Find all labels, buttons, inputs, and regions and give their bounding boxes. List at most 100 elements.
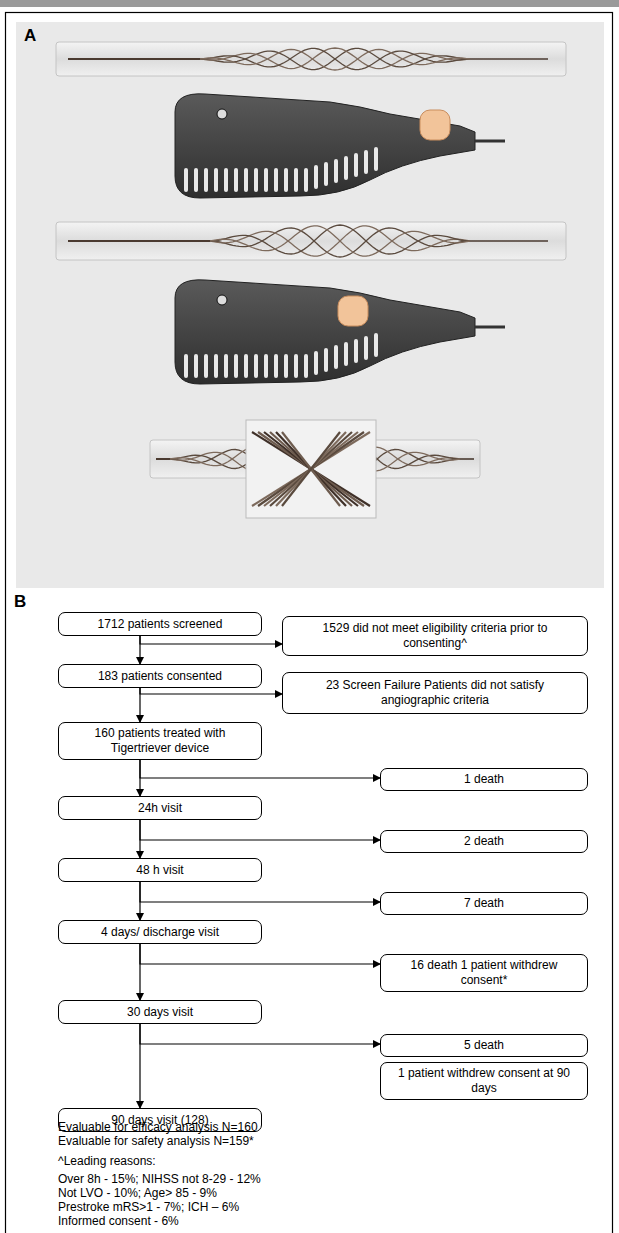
grip-slot xyxy=(304,354,308,378)
grip-slot xyxy=(284,354,288,378)
grip-slot xyxy=(234,168,238,192)
grip-slot xyxy=(334,159,338,183)
distal-wire xyxy=(470,58,548,60)
grip-slot xyxy=(354,339,358,363)
exclusion-box: 2 death xyxy=(380,830,588,853)
grip-slot xyxy=(354,153,358,177)
braid-strand xyxy=(210,225,470,254)
flow-box: 160 patients treated with Tigertriever d… xyxy=(58,722,262,760)
grip-slot xyxy=(364,336,368,360)
exclusion-box: 16 death 1 patient withdrew consent* xyxy=(380,954,588,992)
note-text: ^Leading reasons: xyxy=(58,1154,156,1169)
braid-strand xyxy=(210,226,470,256)
grip-slot xyxy=(194,168,198,192)
zoom-strand xyxy=(270,432,352,506)
braid-strand xyxy=(210,226,470,256)
panel-ground xyxy=(16,22,604,588)
box-text: 2 death xyxy=(389,834,579,849)
grip-slot xyxy=(314,165,318,189)
exclusion-box: 23 Screen Failure Patients did not satis… xyxy=(282,672,588,714)
note-text: Informed consent - 6% xyxy=(58,1214,179,1229)
note-text: Over 8h - 15%; NIHSS not 8-29 - 12% xyxy=(58,1172,261,1187)
grip-slot xyxy=(274,168,278,192)
grip-slot xyxy=(364,150,368,174)
grip-slot xyxy=(264,354,268,378)
grip-slot xyxy=(244,354,248,378)
box-text: 183 patients consented xyxy=(67,669,253,684)
panel-letter: B xyxy=(14,594,26,609)
flow-arrow xyxy=(140,820,380,840)
flow-arrow xyxy=(140,688,282,694)
flow-box: 30 days visit xyxy=(58,1000,262,1024)
braid-strand xyxy=(200,48,470,69)
braid-strand xyxy=(200,48,470,69)
grip-slot xyxy=(344,156,348,180)
grip-slot xyxy=(324,348,328,372)
grip-slot xyxy=(344,342,348,366)
zoom-strand xyxy=(276,432,346,506)
exclusion-box: 7 death xyxy=(380,892,588,915)
grip-slot xyxy=(284,168,288,192)
handle xyxy=(175,280,505,384)
box-text: 30 days visit xyxy=(67,1005,253,1020)
zoom-strand xyxy=(264,432,358,506)
grip-slot xyxy=(254,354,258,378)
grip-slot xyxy=(214,354,218,378)
flow-arrow xyxy=(140,760,380,778)
flow-arrow xyxy=(140,882,380,902)
note-text: Evaluable for safety analysis N=159* xyxy=(58,1134,254,1149)
box-text: 16 death 1 patient withdrew consent* xyxy=(389,958,579,988)
box-text: 160 patients treated with Tigertriever d… xyxy=(67,726,253,756)
zoom-strand xyxy=(258,432,364,506)
catheter-port xyxy=(475,326,505,329)
box-text: 1 death xyxy=(389,772,579,787)
grip-slot xyxy=(254,168,258,192)
zoom-strand xyxy=(264,432,358,506)
flow-box: 48 h visit xyxy=(58,858,262,882)
note-text: Evaluable for efficacy analysis N=160 xyxy=(58,1120,258,1135)
zoom-strand xyxy=(282,432,340,506)
glass-tube xyxy=(56,222,566,260)
box-text: 48 h visit xyxy=(67,863,253,878)
box-text: 23 Screen Failure Patients did not satis… xyxy=(291,678,579,708)
box-text: 1 patient withdrew consent at 90 days xyxy=(389,1066,579,1096)
grip-slot xyxy=(184,168,188,192)
distal-wire xyxy=(460,458,474,460)
grip-slot xyxy=(194,354,198,378)
box-text: 1712 patients screened xyxy=(67,617,253,632)
exclusion-box: 1529 did not meet eligibility criteria p… xyxy=(282,616,588,656)
push-wire xyxy=(68,58,200,60)
top-bar xyxy=(0,0,619,7)
grip-slot xyxy=(374,333,378,357)
grip-slot xyxy=(324,162,328,186)
exclusion-box: 1 death xyxy=(380,768,588,791)
grip-slot xyxy=(314,351,318,375)
zoom-strand xyxy=(276,432,346,506)
grip-slot xyxy=(234,354,238,378)
figure-frame xyxy=(6,13,613,1233)
handle-body xyxy=(175,280,475,384)
grip-slot xyxy=(274,354,278,378)
flow-arrow xyxy=(140,1024,380,1044)
grip-slot xyxy=(334,345,338,369)
zoom-strand xyxy=(252,432,370,506)
slider xyxy=(338,296,368,326)
grip-slot xyxy=(244,168,248,192)
braid-strand xyxy=(200,49,470,70)
flow-box: 1712 patients screened xyxy=(58,612,262,636)
grip-slot xyxy=(214,168,218,192)
zoom-strand xyxy=(270,432,352,506)
grip-slot xyxy=(294,354,298,378)
braid-strand xyxy=(200,48,470,69)
box-text: 7 death xyxy=(389,896,579,911)
braid-strand xyxy=(210,228,470,257)
grip-slot xyxy=(264,168,268,192)
note-text: Not LVO - 10%; Age> 85 - 9% xyxy=(58,1186,217,1201)
push-wire xyxy=(156,458,170,460)
note-text: Prestroke mRS>1 - 7%; ICH – 6% xyxy=(58,1200,239,1215)
button xyxy=(217,109,227,119)
grip-slot xyxy=(294,168,298,192)
grip-slot xyxy=(204,168,208,192)
flow-box: 183 patients consented xyxy=(58,664,262,688)
grip-slot xyxy=(374,147,378,171)
